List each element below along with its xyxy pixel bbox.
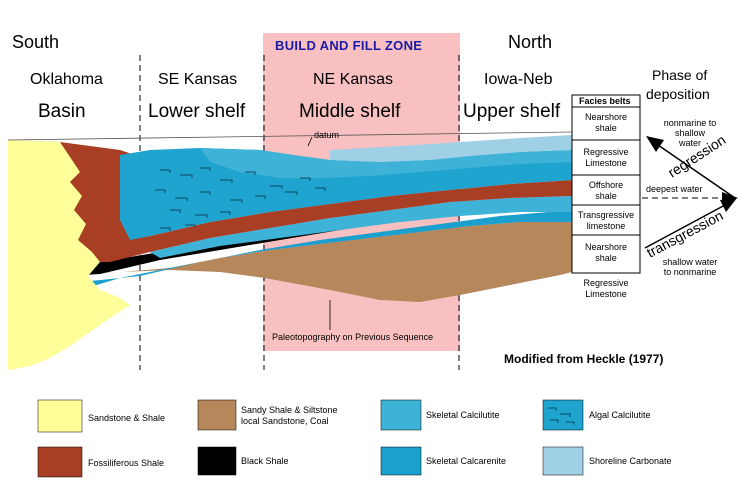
facies-belts-header: Facies belts	[579, 96, 631, 106]
facies-belt-2-line2: Limestone	[585, 158, 627, 168]
transgression-label: transgression	[644, 207, 726, 261]
legend-label-skeletal-calcarenite: Skeletal Calcarenite	[426, 456, 506, 466]
legend-label-sandy-shale-line2: local Sandstone, Coal	[241, 416, 329, 426]
regression-arrow-line	[657, 144, 736, 199]
facies-belt-1-line2: shale	[595, 123, 617, 133]
facies-belt-2-line1: Regressive	[583, 147, 628, 157]
legend-swatch-sandstone	[37, 399, 83, 433]
region-bottom-upper-shelf: Upper shelf	[463, 101, 561, 122]
region-mid-iowa-neb: Iowa-Neb	[484, 71, 553, 88]
legend-label-black-shale: Black Shale	[241, 456, 289, 466]
deepest-water-label: deepest water	[646, 184, 703, 194]
regression-arrowhead	[646, 136, 664, 152]
phase-nonmarine-line1: nonmarine to	[664, 118, 717, 128]
facies-belt-4-line2: limestone	[587, 221, 626, 231]
facies-belt-3-line1: Offshore	[589, 180, 623, 190]
region-mid-se-kansas: SE Kansas	[158, 71, 237, 88]
legend-algal-markings	[548, 407, 575, 425]
offshore-shale-band	[150, 180, 572, 252]
datum-label: datum	[314, 130, 339, 140]
algal-markings	[155, 167, 326, 231]
sandy-shale-layer	[8, 218, 572, 302]
region-bottom-lower-shelf: Lower shelf	[148, 101, 246, 122]
legend-swatch-sandy-shale	[197, 399, 237, 431]
legend-label-fossiliferous-shale: Fossiliferous Shale	[88, 458, 164, 468]
paleotopography-label: Paleotopography on Previous Sequence	[272, 332, 433, 342]
legend-swatch-shoreline-carbonate	[542, 446, 584, 476]
legend-label-algal-calcilutite: Algal Calcilutite	[589, 410, 651, 420]
legend-swatch-algal-calcilutite	[542, 399, 584, 431]
facies-belts-table	[571, 94, 641, 274]
credit: Modified from Heckle (1977)	[504, 352, 663, 366]
legend-label-sandstone: Sandstone & Shale	[88, 413, 165, 423]
paleotopography-box	[268, 330, 454, 344]
facies-belt-6-line1: Regressive	[583, 278, 628, 288]
legend-label-shoreline-carbonate: Shoreline Carbonate	[589, 456, 672, 466]
phase-nonmarine-line3: water	[678, 138, 701, 148]
facies-belt-5-line2: shale	[595, 253, 617, 263]
legend-swatch-skeletal-calcilutite	[380, 399, 422, 431]
datum-pointer	[307, 136, 313, 147]
facies-belt-5-line1: Nearshore	[585, 242, 627, 252]
legend-label-skeletal-calcilutite: Skeletal Calcilutite	[426, 410, 500, 420]
phase-shallow-line1: shallow water	[663, 257, 718, 267]
black-shale-layer	[8, 198, 572, 280]
phase-shallow-line2: to nonmarine	[664, 267, 717, 277]
facies-belt-3-line2: shale	[595, 191, 617, 201]
phase-nonmarine-line2: shallow	[675, 128, 706, 138]
legend-label-sandy-shale-line1: Sandy Shale & Siltstone	[241, 405, 338, 415]
region-bottom-middle-shelf: Middle shelf	[299, 101, 401, 122]
regressive-limestone-body	[120, 148, 572, 240]
shoreline-carbonate-layer	[330, 135, 572, 162]
phase-title-line2: deposition	[646, 86, 710, 102]
upper-calcilutite-layer	[200, 148, 572, 178]
region-mid-oklahoma: Oklahoma	[30, 71, 103, 88]
facies-belt-4-line1: Transgressive	[578, 210, 634, 220]
lower-calcarenite-layer	[8, 210, 572, 292]
region-top-south: South	[12, 32, 59, 52]
region-bottom-basin: Basin	[38, 101, 86, 122]
legend: Sandstone & Shale Sandy Shale & Siltston…	[37, 399, 672, 478]
sandstone-shale-body	[8, 140, 130, 370]
transgression-arrowhead	[720, 198, 737, 212]
legend-swatch-black-shale	[197, 446, 237, 476]
zone-title: BUILD AND FILL ZONE	[275, 38, 422, 53]
datum-line	[7, 131, 573, 141]
region-mid-ne-kansas: NE Kansas	[313, 71, 393, 88]
transgressive-limestone-layer	[150, 196, 572, 258]
transgression-arrow-line	[644, 204, 726, 249]
legend-swatch-fossiliferous-shale	[37, 446, 83, 478]
phase-title-line1: Phase of	[652, 67, 707, 83]
facies-belt-1-line1: Nearshore	[585, 112, 627, 122]
facies-belt-6-line2: Limestone	[585, 289, 627, 299]
region-top-north: North	[508, 32, 552, 52]
legend-swatch-skeletal-calcarenite	[380, 446, 422, 476]
